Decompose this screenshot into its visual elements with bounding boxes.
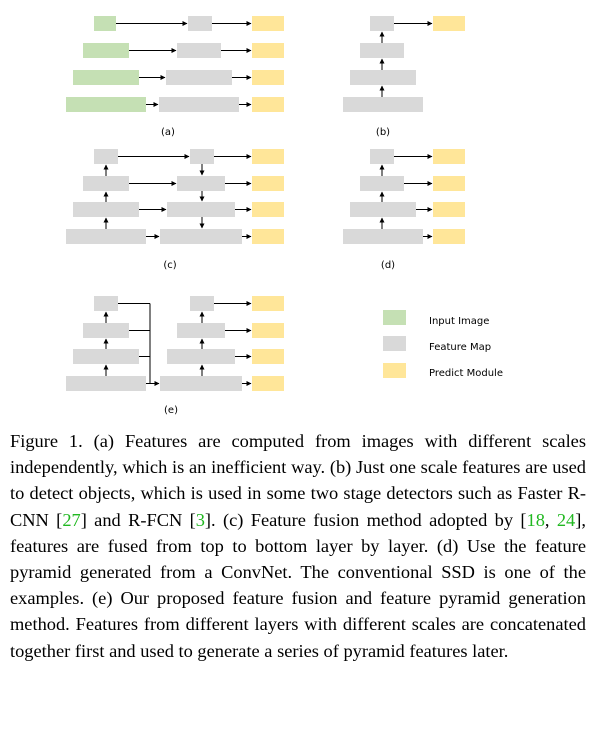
a-feature-map-3 (159, 97, 239, 112)
panel-labels: (a) (b) (c) (d) (e) (161, 127, 395, 416)
b-feature-map-0 (370, 16, 394, 31)
d-feature-map-2 (350, 202, 416, 217)
a-predict-module-3 (252, 97, 284, 112)
c-backbone-feature-0 (94, 149, 118, 164)
e-backbone-feature-3 (66, 376, 146, 391)
e-pyramid-feature-3 (160, 376, 242, 391)
legend-label-feature-map: Feature Map (429, 342, 491, 353)
a-predict-module-1 (252, 43, 284, 58)
c-backbone-feature-2 (73, 202, 139, 217)
figure-caption: Figure 1. (a) Features are computed from… (10, 428, 586, 664)
legend-swatch-predict-module (383, 363, 406, 378)
legend-label-predict-module: Predict Module (429, 368, 503, 379)
e-predict-module-2 (252, 349, 284, 364)
caption-text-5: ], features are fused from top to bottom… (10, 509, 586, 661)
a-predict-module-2 (252, 70, 284, 85)
d-predict-module-0 (433, 149, 465, 164)
a-feature-map-2 (166, 70, 232, 85)
a-predict-module-0 (252, 16, 284, 31)
panel-label-a: (a) (161, 127, 175, 138)
e-backbone-feature-2 (73, 349, 139, 364)
a-input-image-3 (66, 97, 146, 112)
b-feature-map-2 (350, 70, 416, 85)
legend-swatch-feature-map (383, 336, 406, 351)
panel-label-e: (e) (164, 405, 178, 416)
legend: Input Image Feature Map Predict Module (383, 310, 503, 379)
d-predict-module-2 (433, 202, 465, 217)
panel-label-c: (c) (163, 260, 176, 271)
b-feature-map-3 (343, 97, 423, 112)
a-input-image-2 (73, 70, 139, 85)
e-predict-module-1 (252, 323, 284, 338)
e-backbone-feature-1 (83, 323, 129, 338)
caption-text-4: , (544, 509, 557, 530)
citation-3-link[interactable]: 3 (195, 509, 205, 530)
c-predict-module-1 (252, 176, 284, 191)
b-predict-module (433, 16, 465, 31)
citation-24-link[interactable]: 24 (556, 509, 576, 530)
d-feature-map-0 (370, 149, 394, 164)
caption-text-2: ] and R-FCN [ (80, 509, 196, 530)
panel-label-b: (b) (376, 127, 390, 138)
a-feature-map-0 (188, 16, 212, 31)
d-feature-map-1 (360, 176, 404, 191)
diagram-layer (66, 16, 465, 391)
citation-27-link[interactable]: 27 (62, 509, 81, 530)
caption-text-1: Figure 1. (a) Features are computed from… (10, 431, 586, 530)
e-pyramid-feature-2 (167, 349, 235, 364)
d-feature-map-3 (343, 229, 423, 244)
c-predict-module-3 (252, 229, 284, 244)
e-backbone-feature-0 (94, 296, 118, 311)
c-fused-feature-0 (190, 149, 214, 164)
c-fused-feature-2 (167, 202, 235, 217)
e-predict-module-3 (252, 376, 284, 391)
c-predict-module-2 (252, 202, 284, 217)
d-predict-module-3 (433, 229, 465, 244)
c-predict-module-0 (252, 149, 284, 164)
a-input-image-1 (83, 43, 129, 58)
legend-swatch-input-image (383, 310, 406, 325)
c-backbone-feature-1 (83, 176, 129, 191)
c-fused-feature-3 (160, 229, 242, 244)
c-fused-feature-1 (177, 176, 225, 191)
b-feature-map-1 (360, 43, 404, 58)
e-pyramid-feature-0 (190, 296, 214, 311)
figure-diagram: (a) (b) (c) (d) (e) Input Image Feature … (66, 16, 503, 416)
e-predict-module-0 (252, 296, 284, 311)
a-feature-map-1 (177, 43, 221, 58)
panel-label-d: (d) (381, 260, 395, 271)
e-pyramid-feature-1 (177, 323, 225, 338)
d-predict-module-1 (433, 176, 465, 191)
legend-label-input-image: Input Image (429, 316, 489, 327)
caption-text-3: ]. (c) Feature fusion method adopted by … (204, 509, 527, 530)
c-backbone-feature-3 (66, 229, 146, 244)
citation-18-link[interactable]: 18 (526, 509, 545, 530)
a-input-image-0 (94, 16, 116, 31)
